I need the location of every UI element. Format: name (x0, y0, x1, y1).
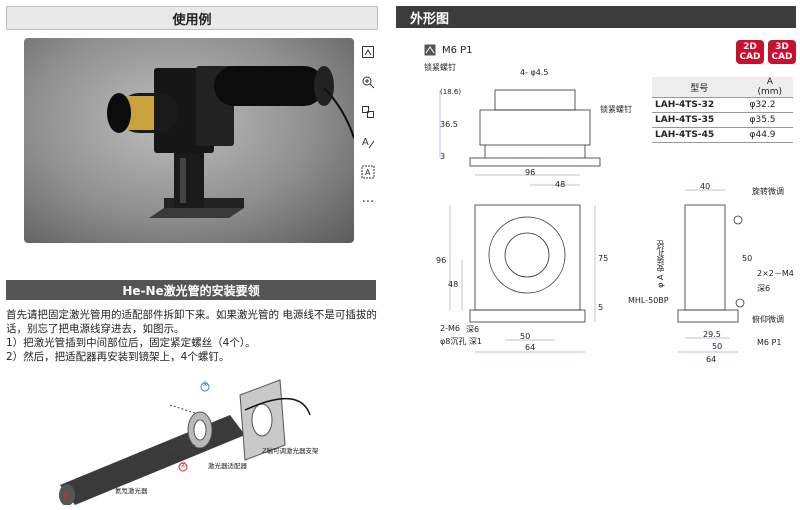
bracket-label: Z轴可调激光器支架 (262, 447, 319, 455)
svg-text:A: A (362, 137, 369, 148)
mhl-label: MHL-50BP (628, 296, 669, 305)
laser-label: 氦氖激光器 (115, 487, 148, 495)
copy-layout-icon[interactable] (356, 100, 380, 124)
svg-text:A: A (365, 168, 371, 177)
tilt-adjust-label: 俯仰微调 (752, 315, 784, 324)
step-2-marker: ② (180, 461, 187, 469)
dimensions-title: 外形图 (410, 11, 450, 27)
installation-instructions: 首先请把固定激光管用的适配部件拆卸下来。如果激光管的 电源线不是可插拔的话，别忘… (6, 308, 381, 364)
dim-96-left: 96 (436, 256, 447, 265)
m6-holes-label: 2-M6 (440, 324, 460, 333)
dim-64-bottom: 64 (525, 343, 536, 352)
adapter-label: 激光器适配器 (208, 462, 247, 470)
laser-mount-photo-illustration (107, 66, 354, 218)
table-header-model: 型号 (652, 77, 747, 98)
thread-note: M6 P1 (424, 44, 473, 56)
cad-badges: 2D CAD 3D CAD (736, 40, 796, 64)
instruction-step-2: 2）然后，把适配器再安装到镜架上，4个螺钉。 (6, 351, 230, 363)
cad-model-icon (424, 44, 436, 56)
installation-guide-title: He-Ne激光管的安装要领 (122, 283, 260, 298)
assembly-diagram: ① ② Z轴可调激光器支架 激光器适配器 氦氖激光器 (50, 375, 380, 506)
m4-holes-label: 2×2－M4 (757, 269, 794, 278)
m6p1-side-label: M6 P1 (757, 338, 782, 347)
text-select-icon[interactable]: A (356, 160, 380, 184)
table-row: LAH-4TS-35 φ35.5 (652, 112, 793, 128)
dim-18-6: (18.6) (440, 88, 462, 96)
dim-50-side-bottom: 50 (712, 342, 723, 351)
instruction-step-1: 1）把激光管插到中间部位后，固定紧定螺丝（4个）。 (6, 337, 256, 349)
cad-3d-badge[interactable]: 3D CAD (768, 40, 796, 64)
image-toolbar: A A ··· (354, 40, 382, 220)
counterbore-label: φ8沉孔 深1 (440, 337, 482, 346)
dim-3: 3 (440, 152, 446, 161)
lock-screw-side-label: 锁紧螺钉 (600, 105, 632, 114)
more-icon[interactable]: ··· (356, 190, 380, 214)
dim-50-side: 50 (742, 254, 753, 263)
dim-96-top: 96 (525, 168, 536, 177)
section-title: 使用例 (172, 12, 212, 28)
m4-depth-label: 深6 (757, 284, 771, 293)
dim-48-top: 48 (555, 180, 566, 189)
step-1-marker: ① (202, 380, 209, 388)
zoom-in-icon[interactable] (356, 70, 380, 94)
dim-29-5: 29.5 (703, 330, 721, 339)
product-photo (24, 38, 354, 243)
m6-depth-label: 深6 (466, 325, 480, 334)
mount-hole-label: φ A 安装孔径 (656, 240, 665, 288)
cad-2d-badge[interactable]: 2D CAD (736, 40, 764, 64)
dim-5: 5 (598, 303, 604, 312)
dim-40: 40 (700, 182, 711, 191)
table-row: LAH-4TS-45 φ44.9 (652, 127, 793, 143)
hole-4-label: 4- φ4.5 (520, 68, 549, 77)
dim-36-5: 36.5 (440, 120, 458, 129)
dim-48-left: 48 (448, 280, 459, 289)
image-edit-icon[interactable] (356, 40, 380, 64)
section-header-dimensions: 外形图 (396, 6, 796, 28)
dim-50-bottom: 50 (520, 332, 531, 341)
dim-75: 75 (598, 254, 609, 263)
section-header-usage: 使用例 (6, 6, 378, 30)
table-header-a: A(mm) (746, 77, 793, 98)
model-table: 型号 A(mm) LAH-4TS-32 φ32.2 LAH-4TS-35 φ35… (652, 77, 793, 143)
thread-note-text: M6 P1 (442, 44, 473, 56)
dim-64-side: 64 (706, 355, 717, 364)
table-row: LAH-4TS-32 φ32.2 (652, 97, 793, 113)
instruction-intro: 首先请把固定激光管用的适配部件拆卸下来。如果激光管的 电源线不是可插拔的话，别忘… (6, 309, 377, 335)
installation-guide-header: He-Ne激光管的安装要领 (6, 280, 376, 300)
lock-screw-top-label: 锁紧螺钉 (424, 63, 456, 72)
dimension-drawing (439, 89, 745, 353)
rotate-adjust-label: 旋转微调 (752, 187, 784, 196)
text-edit-icon[interactable]: A (356, 130, 380, 154)
